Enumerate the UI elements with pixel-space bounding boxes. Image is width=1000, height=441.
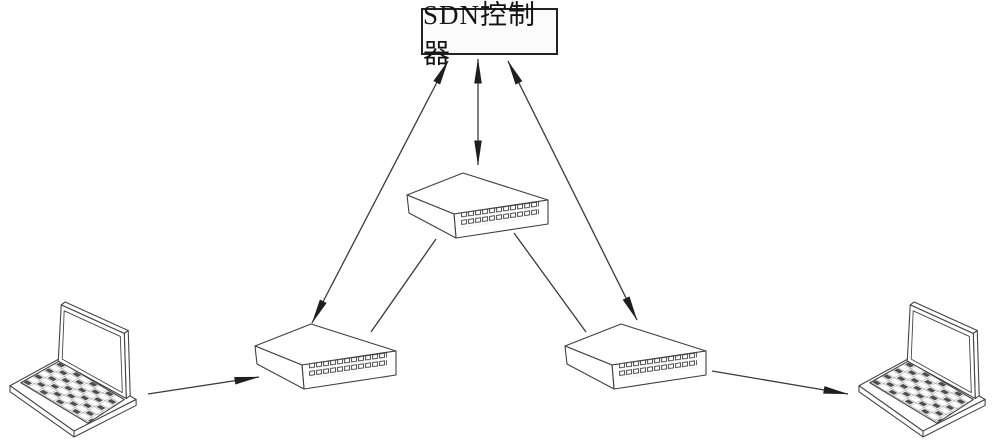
- sdn-controller-node: SDN控制器: [421, 0, 558, 69]
- right-switch-node: [561, 321, 711, 393]
- switch-icon: [561, 321, 711, 393]
- left-switch-node: [251, 321, 401, 393]
- right-host-node: [857, 293, 993, 441]
- core-switch-node: [403, 170, 553, 242]
- controller-left-switch-link: [311, 60, 449, 324]
- sdn-controller-label: SDN控制器: [423, 0, 537, 69]
- left-host-to-switch-link: [147, 376, 260, 395]
- switch-icon: [403, 170, 553, 242]
- right-switch-to-host-link: [711, 370, 849, 395]
- left-host-node: [8, 293, 144, 441]
- core-left-switch-link: [370, 238, 437, 333]
- switch-icon: [251, 321, 401, 393]
- laptop-icon: [8, 293, 144, 441]
- laptop-icon: [857, 293, 993, 441]
- controller-right-switch-link: [507, 60, 638, 321]
- core-right-switch-link: [513, 232, 587, 333]
